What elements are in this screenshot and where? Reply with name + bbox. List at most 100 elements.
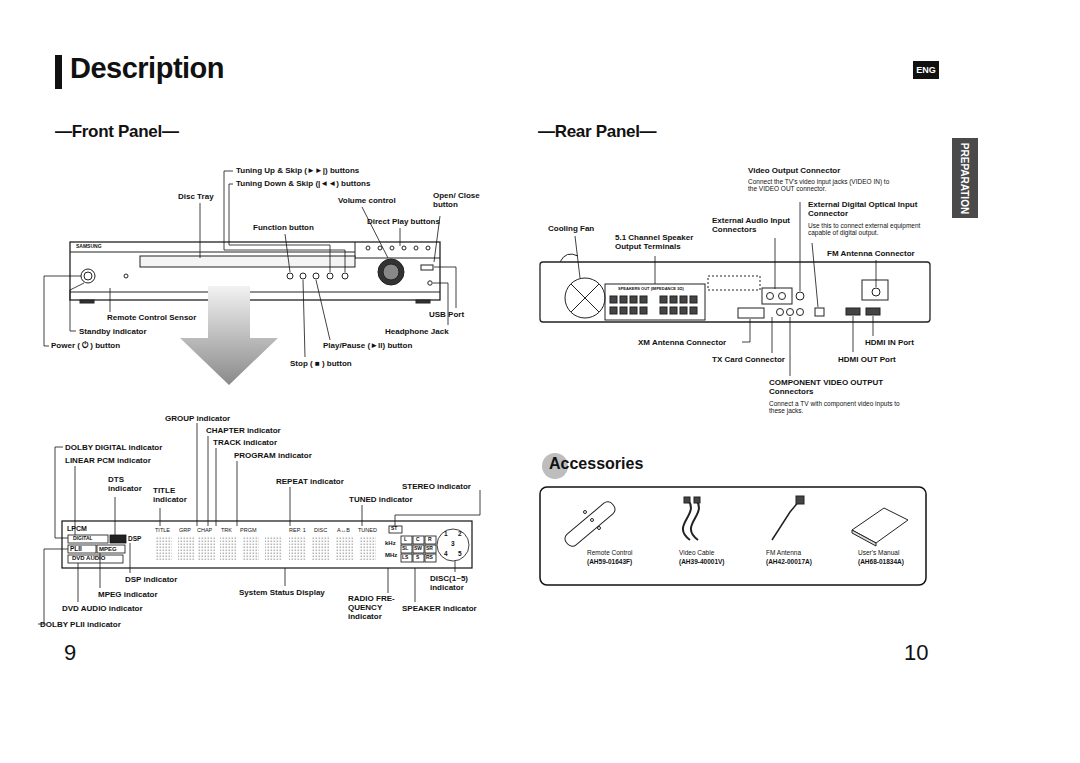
rear-panel-device (787, 309, 794, 316)
leader-lines (160, 508, 161, 526)
front-panel-device (416, 300, 430, 303)
callout-label: Remote Control Sensor (107, 313, 196, 322)
display-text: A↔B (337, 527, 350, 533)
front-panel-device (342, 273, 348, 279)
display-text: SW (414, 546, 422, 552)
front-panel-device (378, 259, 404, 285)
display-text: 4 (444, 550, 448, 557)
front-panel-device (70, 252, 355, 253)
display-text: RS (426, 555, 433, 561)
callout-label: HDMI OUT Port (838, 355, 896, 364)
callout-label: PROGRAM indicator (234, 451, 312, 460)
callout-label: FM Antenna (766, 549, 801, 556)
leader-lines (455, 561, 456, 572)
front-panel-device (378, 246, 382, 250)
leader-lines (388, 568, 389, 593)
callout-label: SAMSUNG (76, 244, 102, 250)
leader-lines (237, 461, 238, 526)
accessory-icons (584, 511, 587, 514)
callout-label: Stop ( ■ ) button (290, 359, 352, 368)
callout-label: System Status Display (239, 588, 325, 597)
callout-label: Tuning Up & Skip (►►|) buttons (236, 166, 359, 175)
rear-panel-device (571, 284, 599, 312)
rear-panel-device (620, 307, 627, 314)
callout-label: Headphone Jack (385, 327, 449, 336)
display-text: SL (402, 546, 408, 552)
callout-label: DISC(1~5) indicator (430, 574, 486, 592)
callout-label: DTS indicator (108, 475, 153, 493)
rear-panel-device (640, 307, 647, 314)
callout-label: Connect the TV's video input jacks (VIDE… (748, 178, 900, 193)
front-panel-device (390, 246, 394, 250)
rear-panel-device (660, 296, 667, 303)
callout-label: Video Cable (679, 549, 714, 556)
front-panel-device (355, 242, 440, 258)
callout-label: (AH59-01643F) (587, 558, 632, 565)
leader-lines (285, 568, 286, 586)
callout-label: STEREO indicator (402, 482, 471, 491)
display-text: PLII (70, 545, 82, 552)
callout-label: (AH68-01834A) (858, 558, 904, 565)
accessory-icons (684, 497, 690, 503)
leader-lines (873, 316, 874, 336)
rear-panel-device (670, 307, 677, 314)
leader-lines (362, 207, 388, 258)
callout-label: TX Card Connector (712, 355, 785, 364)
leader-lines (44, 276, 81, 346)
callout-label: —Rear Panel— (538, 122, 656, 142)
leader-lines (400, 228, 401, 246)
rear-panel-device (610, 296, 617, 303)
accessory-icons (563, 496, 908, 549)
system-status-display (178, 536, 195, 560)
rear-panel-device (708, 276, 760, 290)
system-status-display (62, 521, 472, 568)
front-panel-device (81, 269, 95, 283)
rear-panel-device (872, 288, 880, 296)
callout-label: TITLE indicator (153, 486, 198, 504)
callout-label: Disc Tray (178, 192, 214, 201)
leader-lines (790, 317, 791, 376)
display-text: CHAP (197, 527, 212, 533)
callout-label: Direct Play buttons (367, 217, 440, 226)
callout-label: DOLBY PLII indicator (40, 620, 121, 629)
front-panel-device (428, 281, 432, 285)
front-panel-device (80, 300, 94, 303)
leader-lines (876, 260, 877, 287)
leader-lines (197, 423, 198, 526)
page-number: 9 (64, 640, 76, 665)
rear-panel-device (630, 296, 637, 303)
front-panel-device (124, 274, 128, 278)
rear-panel-device (565, 278, 605, 318)
rear-panel-device (767, 293, 774, 300)
display-text: DIGITAL (73, 536, 93, 542)
rear-panel-device (862, 280, 888, 300)
system-status-display (413, 554, 424, 562)
callout-label: TUNED indicator (349, 495, 413, 504)
display-text: TRK (221, 527, 232, 533)
callout-label: External Audio Input Connectors (712, 216, 796, 234)
leader-lines (78, 563, 79, 602)
rear-panel-device (797, 309, 804, 316)
system-status-display (401, 536, 412, 544)
front-panel-device (327, 273, 333, 279)
leader-lines (130, 543, 131, 573)
leader-lines (115, 497, 116, 535)
display-text: ST (391, 526, 397, 532)
leader-lines (216, 448, 217, 526)
rear-panel-device (690, 307, 697, 314)
leader-lines (742, 319, 750, 342)
front-panel-device (414, 246, 418, 250)
leader-lines (575, 236, 580, 278)
rear-panel-device (796, 292, 804, 300)
display-text: TITLE (155, 527, 170, 533)
display-text: 2 (458, 530, 462, 537)
front-panel-device (84, 272, 92, 280)
leader-lines (229, 184, 330, 272)
system-status-display (359, 536, 376, 560)
system-status-display (68, 545, 96, 553)
display-text: REP. 1 (289, 527, 306, 533)
callout-label: Play/Pause (►ll) button (323, 341, 412, 350)
callout-label: Tuning Down & Skip (|◄◄) buttons (236, 179, 370, 188)
page-number: 10 (904, 640, 928, 665)
accessory-icons (694, 497, 700, 503)
